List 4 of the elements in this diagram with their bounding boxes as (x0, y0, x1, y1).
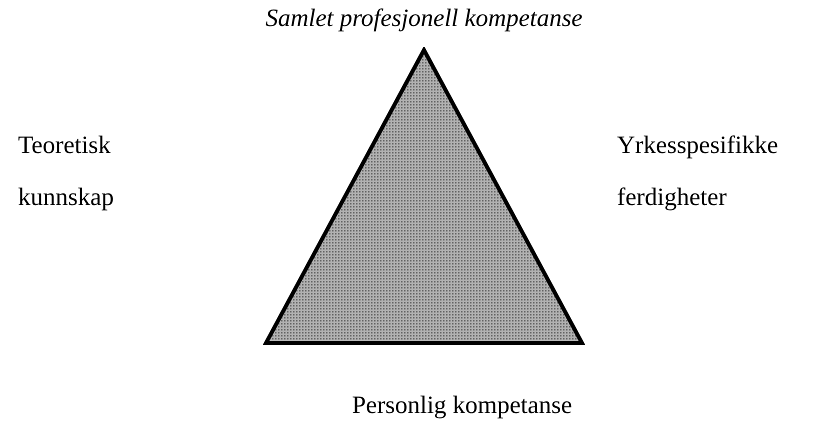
side-label: Samlet profesjonell kompetanse (264, 4, 584, 34)
side-label: Personlig kompetanse (350, 391, 574, 421)
side-label: Teoretisk kunnskap (18, 131, 115, 213)
side-label: Yrkesspesifikke ferdigheter (617, 131, 780, 213)
